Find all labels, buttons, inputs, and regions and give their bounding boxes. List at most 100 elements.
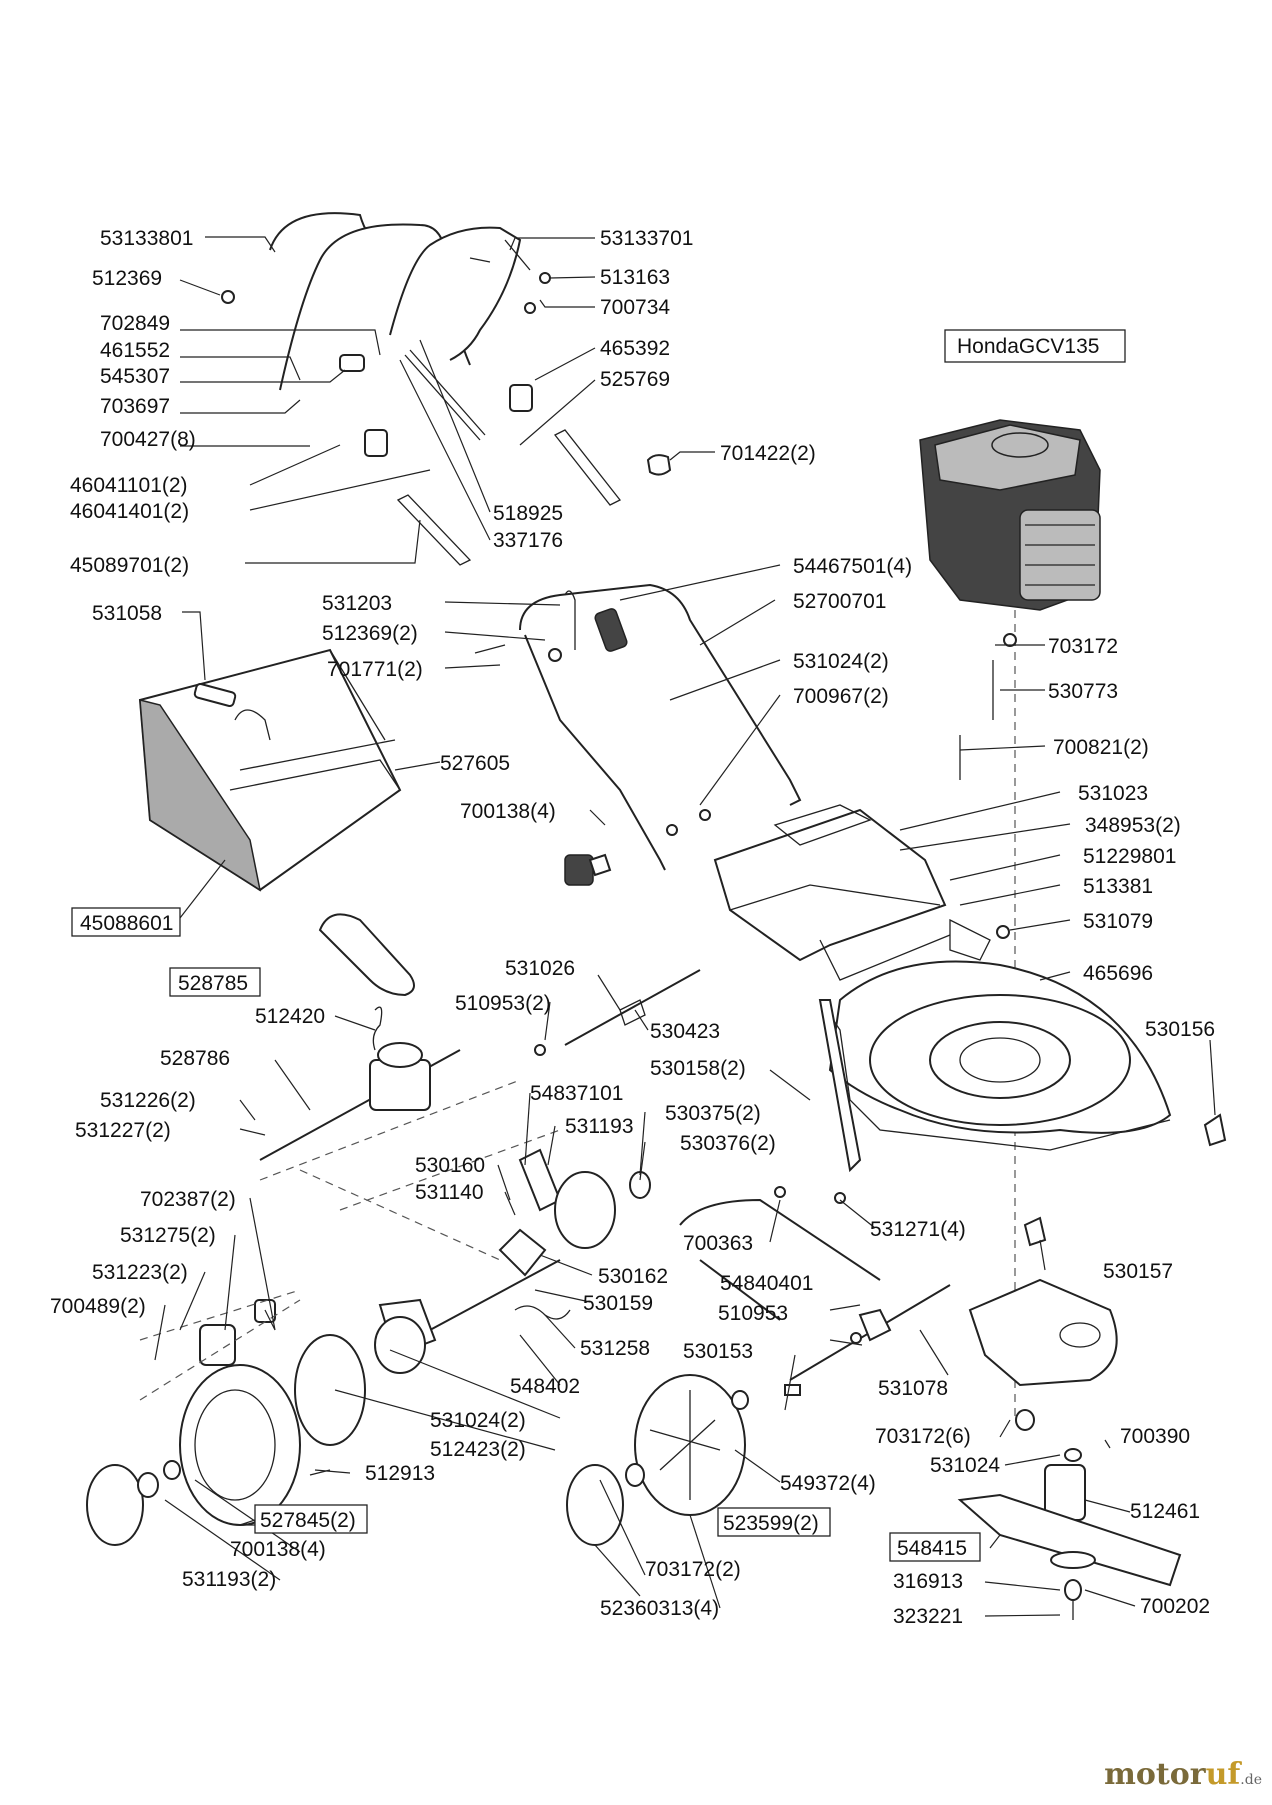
part-number: 530162: [598, 1265, 668, 1288]
part-number: 531026: [505, 957, 575, 980]
part-number: 54837101: [530, 1082, 623, 1105]
watermark-brand: motor: [1104, 1757, 1206, 1792]
part-number: 527605: [440, 752, 510, 775]
part-number: 531024(2): [793, 650, 889, 673]
part-number: 53133801: [100, 227, 193, 250]
part-number: 530159: [583, 1292, 653, 1315]
part-number: 531227(2): [75, 1119, 171, 1142]
part-number: 530773: [1048, 680, 1118, 703]
part-number: 513381: [1083, 875, 1153, 898]
part-number: 531271(4): [870, 1218, 966, 1241]
boxed-part-number: 548415: [897, 1537, 967, 1560]
part-number: 530375(2): [665, 1102, 761, 1125]
engine-label: HondaGCV135: [957, 335, 1099, 358]
part-number: 530160: [415, 1154, 485, 1177]
bracket-right: [509, 384, 533, 412]
blade-drawing: [957, 1278, 1182, 1620]
boxed-labels: HondaGCV135 45088601 528785 527845(2) 52…: [71, 329, 1126, 1562]
part-number: 525769: [600, 368, 670, 391]
rear-cover-drawing: [713, 804, 951, 981]
part-number: 51229801: [1083, 845, 1176, 868]
boxed-part-number: 45088601: [80, 912, 173, 935]
part-number: 531140: [415, 1181, 484, 1204]
part-number: 700138(4): [230, 1538, 326, 1561]
part-number: 510953(2): [455, 992, 551, 1015]
part-number: 548402: [510, 1375, 580, 1398]
part-number: 700138(4): [460, 800, 556, 823]
part-number: 465696: [1083, 962, 1153, 985]
part-number: 316913: [893, 1570, 963, 1593]
part-number: 700734: [600, 296, 670, 319]
part-number: 528786: [160, 1047, 230, 1070]
left-wheels-drawing: [86, 1289, 426, 1546]
part-number: 531193(2): [182, 1568, 276, 1591]
part-number: 702387(2): [140, 1188, 236, 1211]
upper-handle-bar: [389, 226, 522, 361]
part-number: 701771(2): [327, 658, 423, 681]
part-number: 512420: [255, 1005, 325, 1028]
part-number: 530423: [650, 1020, 720, 1043]
part-number: 531079: [1083, 910, 1153, 933]
part-number: 531258: [580, 1337, 650, 1360]
boxed-part-number: 527845(2): [260, 1509, 356, 1532]
part-number: 545307: [100, 365, 170, 388]
lower-rod-right: [553, 429, 622, 506]
part-number: 465392: [600, 337, 670, 360]
part-number: 52700701: [793, 590, 886, 613]
part-number: 512369: [92, 267, 162, 290]
part-number: 54467501(4): [793, 555, 912, 578]
part-number: 530156: [1145, 1018, 1215, 1041]
bracket-left: [339, 354, 365, 372]
part-number: 700202: [1140, 1595, 1210, 1618]
boxed-part-number: 523599(2): [723, 1512, 819, 1535]
part-number: 510953: [718, 1302, 788, 1325]
part-number: 531275(2): [120, 1224, 216, 1247]
part-number: 703172: [1048, 635, 1118, 658]
part-number: 700821(2): [1053, 736, 1149, 759]
site-watermark: motoruf.de: [1104, 1757, 1262, 1792]
part-number: 461552: [100, 339, 170, 362]
part-number: 513163: [600, 266, 670, 289]
part-number: 54840401: [720, 1272, 813, 1295]
mower-deck-drawing: [818, 918, 1172, 1173]
part-number: 531223(2): [92, 1261, 188, 1284]
gearbox-drawing: [259, 1006, 461, 1161]
part-number: 703172(2): [645, 1558, 741, 1581]
clip-701422: [646, 454, 672, 476]
part-number: 348953(2): [1085, 814, 1181, 837]
part-number: 46041401(2): [70, 500, 189, 523]
part-number: 531226(2): [100, 1089, 196, 1112]
part-number: 530158(2): [650, 1057, 746, 1080]
part-number: 700390: [1120, 1425, 1190, 1448]
part-number: 337176: [493, 529, 563, 552]
part-number: 530153: [683, 1340, 753, 1363]
part-number: 512369(2): [322, 622, 418, 645]
watermark-suffix: .de: [1240, 1772, 1262, 1788]
part-number: 703697: [100, 395, 170, 418]
part-number: 45089701(2): [70, 554, 189, 577]
right-wheels-drawing: [566, 1198, 951, 1546]
part-number: 700427(8): [100, 428, 196, 451]
part-number: 531058: [92, 602, 162, 625]
part-number: 512913: [365, 1462, 435, 1485]
part-number: 52360313(4): [600, 1597, 719, 1620]
parts-artwork: [86, 212, 1227, 1620]
part-number: 531193: [565, 1115, 634, 1138]
leader-lines: [154, 236, 1216, 1617]
part-number: 700967(2): [793, 685, 889, 708]
part-number: 46041101(2): [70, 474, 188, 497]
lower-rod-left: [396, 494, 472, 566]
part-number: 323221: [893, 1605, 963, 1628]
cable-drawing: [564, 969, 701, 1046]
part-number: 530376(2): [680, 1132, 776, 1155]
part-labels: 53133801 512369 702849 461552 545307 703…: [50, 227, 1215, 1628]
engine-drawing: [919, 419, 1101, 611]
part-number: 531023: [1078, 782, 1148, 805]
lower-handle-drawing: [519, 583, 802, 886]
part-number: 531078: [878, 1377, 948, 1400]
part-number: 530157: [1103, 1260, 1173, 1283]
part-number: 702849: [100, 312, 170, 335]
bracket-lower: [364, 429, 388, 457]
